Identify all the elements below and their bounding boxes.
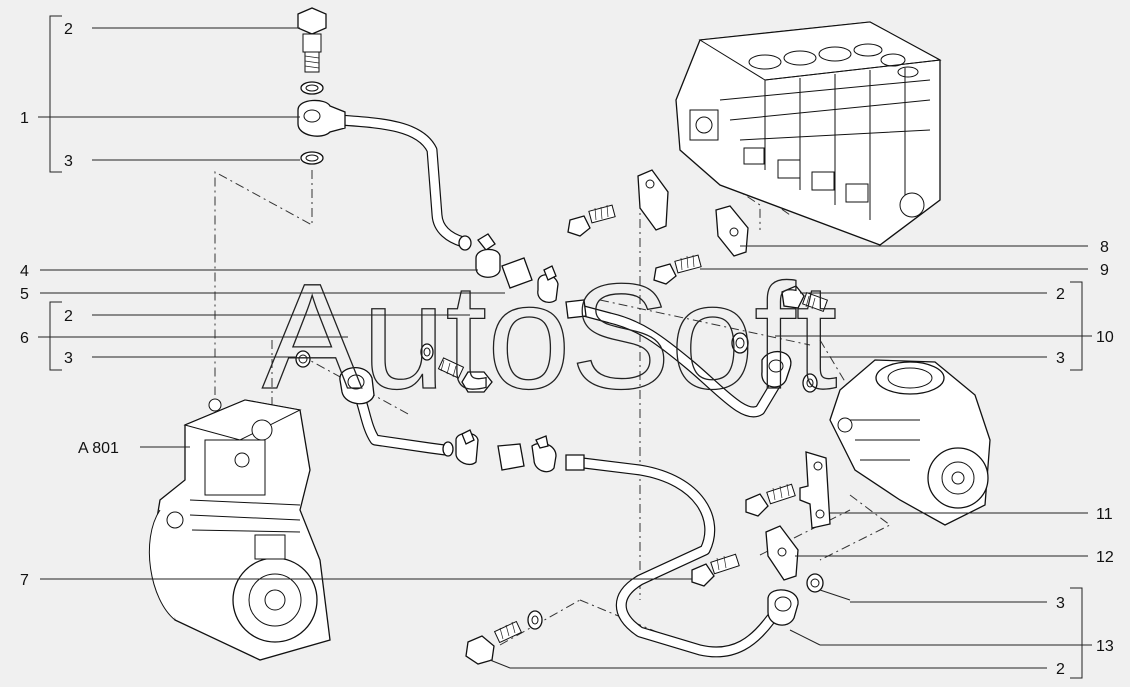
callout-4: 4 [20, 263, 29, 280]
lower-left-pipe [339, 367, 454, 457]
callout-13: 13 [1096, 638, 1114, 655]
callout-8: 8 [1100, 239, 1109, 256]
callout-2-mid: 2 [64, 308, 73, 325]
lower-long-pipe [565, 454, 799, 658]
callout-2-right: 2 [1056, 286, 1065, 303]
callout-11: 11 [1096, 506, 1113, 523]
banjo-bolt-top [297, 7, 327, 165]
banjo-bolt-group-6 [295, 343, 493, 393]
callout-3-right: 3 [1056, 350, 1065, 367]
air-compressor [148, 398, 331, 661]
middle-pipe [565, 299, 792, 418]
callout-1: 1 [20, 110, 29, 127]
brackets-bottom [691, 451, 831, 593]
left-callout-labels: 2 1 3 4 5 2 6 3 A 801 7 [20, 21, 119, 589]
callout-a801: A 801 [78, 440, 119, 457]
callout-6: 6 [20, 330, 29, 347]
fittings-row-2 [455, 429, 557, 473]
callout-10: 10 [1096, 329, 1114, 346]
upper-pipe [297, 99, 472, 251]
steering-pump [829, 359, 991, 526]
callout-3-top: 3 [64, 153, 73, 170]
callout-9: 9 [1100, 262, 1109, 279]
right-callout-labels: 8 9 2 10 3 11 12 3 13 2 [1056, 239, 1114, 678]
bolt-group-10 [731, 285, 829, 393]
callout-7: 7 [20, 572, 29, 589]
banjo-bolt-bottom [465, 610, 543, 665]
callout-3-mid: 3 [64, 350, 73, 367]
watermark-text: AutoSoft [262, 252, 837, 420]
callout-5: 5 [20, 286, 29, 303]
callout-12: 12 [1096, 549, 1114, 566]
fittings-row-1 [475, 233, 559, 304]
right-leaders [489, 245, 1092, 679]
callout-2-top: 2 [64, 21, 73, 38]
callout-3-bottom: 3 [1056, 595, 1065, 612]
engine-block [675, 21, 942, 246]
clamps-top [567, 169, 749, 285]
callout-2-bottom: 2 [1056, 661, 1065, 678]
left-leaders [38, 15, 692, 580]
